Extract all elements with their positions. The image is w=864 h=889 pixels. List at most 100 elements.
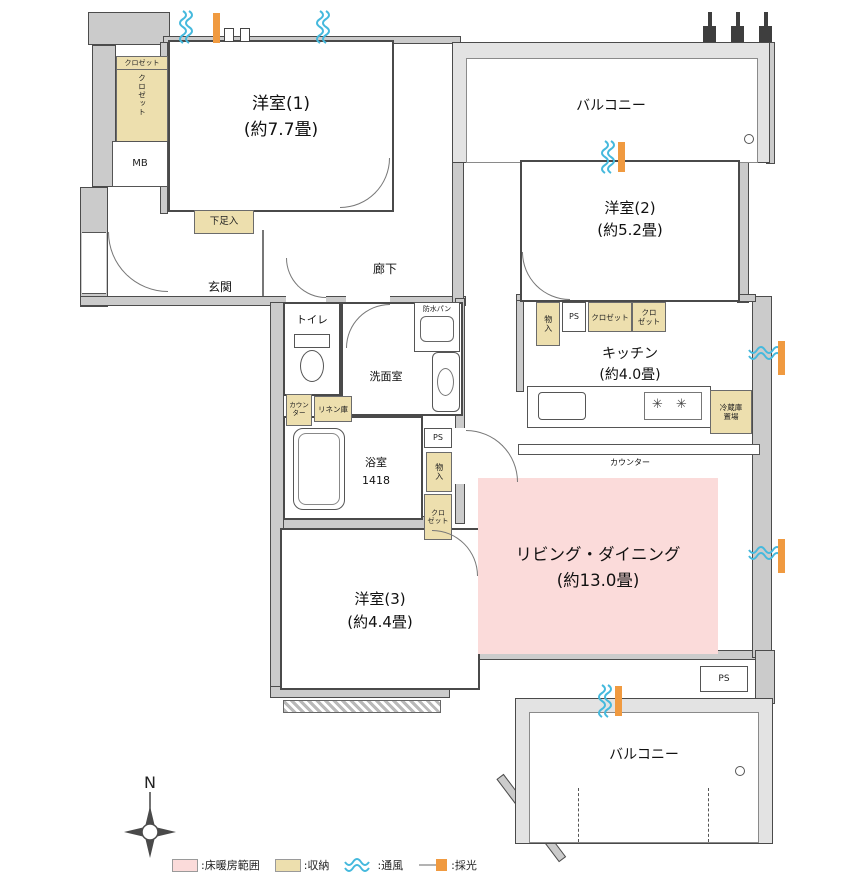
floor-heating-swatch xyxy=(172,858,198,872)
window-sill-hatch xyxy=(283,700,441,713)
counter-small-label: カウン ター xyxy=(289,401,309,417)
drain-icon xyxy=(744,134,754,144)
door-opening xyxy=(286,296,326,306)
room-label-yoshitsu1: 洋室(1) (約7.7畳) xyxy=(168,92,394,143)
room-size: 1418 xyxy=(362,473,390,487)
room-label-bathroom: 浴室 1418 xyxy=(348,454,404,489)
pillar-block xyxy=(759,26,772,42)
linen-cabinet: リネン庫 xyxy=(314,396,352,422)
closet-two-line-label: クロ ゼット xyxy=(637,308,661,326)
ps-label: PS xyxy=(569,312,579,322)
pillar-stem xyxy=(708,12,712,26)
compass-icon: N xyxy=(118,772,182,864)
mb-label: MB xyxy=(132,158,148,169)
ventilation-icon xyxy=(178,10,194,44)
wall-segment xyxy=(516,300,524,392)
daylight-icon xyxy=(778,539,785,573)
room-label-corridor: 廊下 xyxy=(350,260,420,277)
ventilation-icon xyxy=(748,545,782,561)
room-name: 洋室(3) xyxy=(354,590,406,608)
balcony-partition-dashed xyxy=(708,788,709,842)
room-name: リビング・ダイニング xyxy=(515,545,681,564)
pipe-space-kitchen: PS xyxy=(562,302,586,332)
room-label-balcony-bottom: バルコニー xyxy=(515,744,773,764)
room-name: トイレ xyxy=(296,314,328,326)
daylight-icon xyxy=(213,13,220,43)
balcony-top-floor xyxy=(466,58,758,163)
daylight-icon xyxy=(618,142,625,172)
ps-label: PS xyxy=(433,433,443,443)
ps-label: PS xyxy=(718,673,730,684)
closet-kitchen-left: クロゼット xyxy=(588,302,632,332)
daylight-icon xyxy=(615,686,622,716)
room-name: 浴室 xyxy=(365,456,387,469)
legend-ventilation-label: :通風 xyxy=(377,859,404,872)
closet-label-vertical: クロゼット xyxy=(137,74,147,117)
legend-ventilation: :通風 xyxy=(344,857,403,873)
closet-label: クロゼット xyxy=(117,57,167,71)
kitchen-sink-icon xyxy=(538,392,586,420)
storage-swatch xyxy=(274,858,301,872)
room-name: バルコニー xyxy=(576,98,646,114)
closet-label: クロゼット xyxy=(591,312,629,322)
room-label-washroom: 洗面室 xyxy=(345,368,427,384)
stove-burner-icon: ✳ xyxy=(676,397,687,412)
door-opening xyxy=(346,296,390,306)
legend-floor-heating: :床暖房範囲 xyxy=(172,857,260,873)
vent-block xyxy=(240,28,250,42)
wall-segment xyxy=(755,650,775,704)
closet-kitchen-right: クロ ゼット xyxy=(632,302,666,332)
room-name: 洗面室 xyxy=(369,370,403,383)
genkan-step-line xyxy=(262,230,264,296)
legend-floor-heating-label: :床暖房範囲 xyxy=(201,859,260,872)
storage-small-label: 物入 xyxy=(434,463,444,481)
storage-small-mid: 物入 xyxy=(426,452,452,492)
room-size: (約4.0畳) xyxy=(599,367,661,383)
bathtub-inner xyxy=(298,433,340,505)
linen-label: リネン庫 xyxy=(318,404,348,414)
door-arc-living xyxy=(466,430,518,482)
compass-north-label: N xyxy=(144,773,156,792)
counter-text: カウンター xyxy=(610,458,650,467)
fridge-space-label: 冷蔵庫 置場 xyxy=(719,403,743,421)
meter-box: MB xyxy=(112,141,168,187)
washbasin-bowl xyxy=(437,368,454,396)
shoe-cabinet: 下足入 xyxy=(194,210,254,234)
room-size: (約5.2畳) xyxy=(597,220,663,239)
pillar-block xyxy=(703,26,716,42)
pillar-stem xyxy=(736,12,740,26)
stove-burner-icon: ✳ xyxy=(652,397,663,412)
room-label-living-dining: リビング・ダイニング (約13.0畳) xyxy=(478,542,718,595)
daylight-icon xyxy=(778,341,785,375)
fridge-space: 冷蔵庫 置場 xyxy=(710,390,752,434)
legend-storage: :収納 xyxy=(274,857,330,873)
washer-pan-icon xyxy=(420,316,454,343)
room-size: (約7.7畳) xyxy=(243,119,319,140)
closet-two-line-label: クロ ゼット xyxy=(427,508,449,525)
balcony-bottom-floor xyxy=(529,712,759,843)
counter-small-cabinet: カウン ター xyxy=(286,394,312,426)
daylight-icon xyxy=(418,858,448,872)
pillar-block xyxy=(731,26,744,42)
washbasin-icon xyxy=(432,352,460,412)
legend-daylight: :採光 xyxy=(418,857,477,873)
toilet-bowl-icon xyxy=(300,350,324,382)
toilet-tank xyxy=(294,334,330,348)
ventilation-icon xyxy=(315,10,331,44)
drain-icon xyxy=(735,766,745,776)
counter-label: カウンター xyxy=(585,457,675,468)
pipe-space-bottom: PS xyxy=(700,666,748,692)
room-label-toilet: トイレ xyxy=(283,312,341,327)
ventilation-icon xyxy=(600,140,616,174)
wall-segment xyxy=(92,45,116,187)
room-name: バルコニー xyxy=(609,747,679,763)
room-label-balcony-top: バルコニー xyxy=(452,95,770,115)
door-opening xyxy=(82,232,106,294)
legend-storage-label: :収納 xyxy=(303,859,330,872)
living-dining-floor-heating-zone xyxy=(478,478,718,654)
room-size: (約13.0畳) xyxy=(556,571,640,591)
pipe-space-mid: PS xyxy=(424,428,452,448)
vent-block xyxy=(224,28,234,42)
legend-daylight-label: :採光 xyxy=(451,859,477,872)
